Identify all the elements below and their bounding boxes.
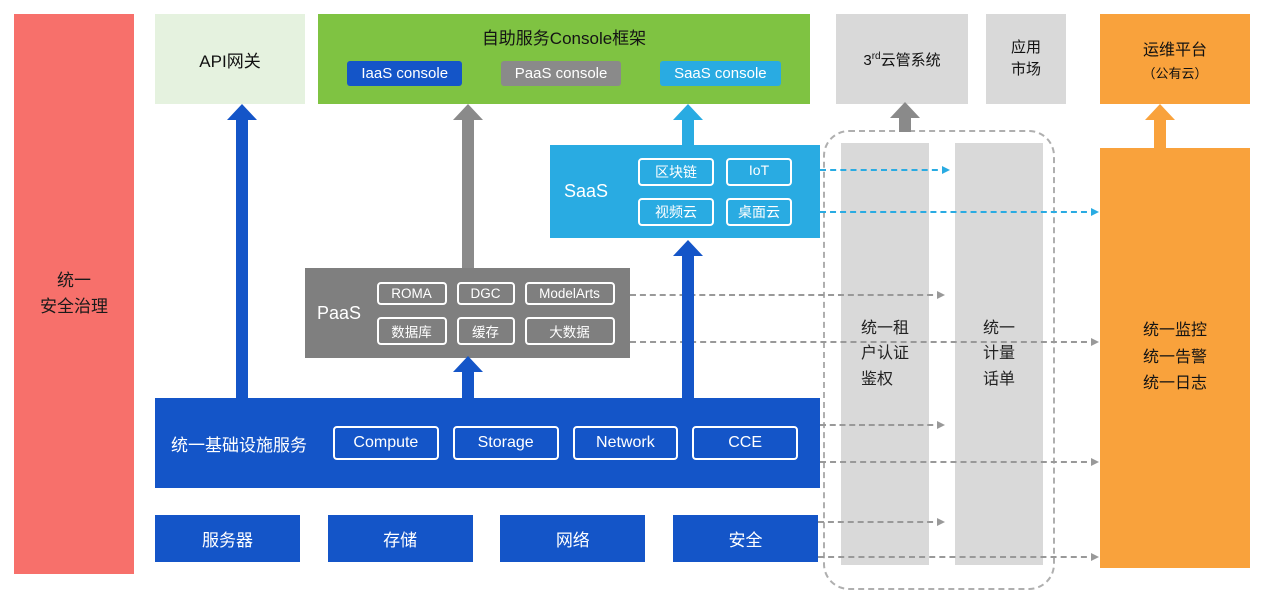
paas-service-chip: 数据库 [376,316,447,345]
iaas-service-chip: CCE [692,426,798,460]
infra-security-box: 安全 [672,515,818,562]
om-platform-title: 运维平台 [1142,42,1207,59]
paas-layer-label: PaaS [317,302,362,323]
arrow-head [673,104,703,120]
arrowhead [942,166,950,174]
console-framework-title: 自助服务Console框架 [481,29,647,48]
link-iaas-to-tenant-auth [820,421,945,429]
link-paas-to-monitoring [630,338,1099,346]
arrowhead [1091,458,1099,466]
arrow-head [673,240,703,256]
arrow-head [1145,104,1175,120]
link-paas-to-tenant-auth [630,291,945,299]
link-infra-to-tenant-auth [818,518,945,526]
iaas-service-chip: Storage [452,426,559,460]
infrastructure-row: 服务器 存储 网络 安全 [155,515,818,562]
arrowhead [1091,553,1099,561]
infra-server-box: 服务器 [155,515,300,562]
tenant-auth-column: 统一租 户认证 鉴权 [841,143,929,565]
third-party-cloud-mgmt-label: 3rd云管系统 [863,49,940,70]
om-platform-label: 运维平台 （公有云） [1142,36,1207,82]
saas-service-chip: 区块链 [638,157,715,186]
arrow-saas-to-console [673,104,703,145]
om-platform-subtitle: （公有云） [1142,66,1208,81]
arrow-shaft [682,118,694,145]
arrow-shaft [682,254,694,398]
infra-storage-box: 存储 [327,515,473,562]
arrowhead [937,291,945,299]
api-gateway-box: API网关 [155,14,305,104]
third-party-cloud-mgmt-box: 3rd云管系统 [836,14,968,104]
saas-layer-label: SaaS [564,181,609,201]
third-party-text: 云管系统 [880,51,941,69]
arrow-head [453,104,483,120]
arrow-head [227,104,257,120]
console-framework-box: 自助服务Console框架 IaaS console PaaS console … [318,14,810,104]
iaas-service-chip: Network [572,426,679,460]
iaas-layer-label: 统一基础设施服务 [171,435,307,455]
saas-service-chip: 视频云 [638,197,715,226]
app-market-box: 应用 市场 [986,14,1066,104]
arrow-iaas-to-paas [453,356,483,398]
paas-layer-box: PaaS ROMA DGC ModelArts 数据库 缓存 大数据 [305,268,630,358]
metering-column: 统一 计量 话单 [955,143,1043,565]
paas-services-grid: ROMA DGC ModelArts 数据库 缓存 大数据 [373,281,618,345]
om-platform-box: 运维平台 （公有云） [1100,14,1250,104]
arrow-shaft [462,118,474,268]
iaas-layer-box: 统一基础设施服务 Compute Storage Network CCE [155,398,820,488]
console-button-row: IaaS console PaaS console SaaS console [318,61,810,86]
arrow-iaas-to-saas [673,240,703,398]
iaas-console-button: IaaS console [347,61,463,86]
arrow-head [453,356,483,372]
saas-service-chip: IoT [726,157,793,186]
paas-service-chip: 缓存 [456,316,515,345]
saas-console-button: SaaS console [660,61,781,86]
third-party-superscript: rd [871,50,881,62]
paas-console-button: PaaS console [500,61,622,86]
metering-label: 统一 计量 话单 [982,319,1015,388]
saas-service-chip: 桌面云 [726,197,793,226]
paas-service-chip: ModelArts [524,281,615,305]
link-saas-to-monitoring [820,208,1099,216]
paas-service-chip: ROMA [376,281,447,305]
arrow-shaft [899,116,911,132]
third-party-number: 3 [863,51,872,69]
arrowhead [1091,208,1099,216]
arrow-monitoring-to-om-platform [1145,104,1175,149]
iaas-service-chip: Compute [333,426,439,460]
arrow-head [890,102,920,118]
iaas-services-row: Compute Storage Network CCE [333,426,804,460]
arrowhead [1091,338,1099,346]
infra-network-box: 网络 [500,515,646,562]
unified-security-governance-bar: 统一 安全治理 [14,14,134,574]
saas-services-grid: 区块链 IoT 视频云 桌面云 [624,157,806,226]
shared-services-boundary [823,130,1055,590]
arrow-paas-to-console [453,104,483,268]
arrowhead [937,518,945,526]
arrowhead [937,421,945,429]
monitoring-box: 统一监控 统一告警 统一日志 [1100,148,1250,568]
paas-service-chip: 大数据 [524,316,615,345]
tenant-auth-label: 统一租 户认证 鉴权 [860,319,909,388]
link-iaas-to-monitoring [820,458,1099,466]
arrow-columns-to-third-cloud-mgmt [890,102,920,132]
saas-layer-box: SaaS 区块链 IoT 视频云 桌面云 [550,145,820,238]
link-saas-to-tenant-auth [820,166,950,174]
arrow-shaft [1154,118,1166,149]
arrow-shaft [462,370,474,398]
arrow-iaas-to-api-gateway [227,104,257,398]
arrow-shaft [236,118,248,398]
paas-service-chip: DGC [456,281,515,305]
link-infra-to-monitoring [818,553,1099,561]
